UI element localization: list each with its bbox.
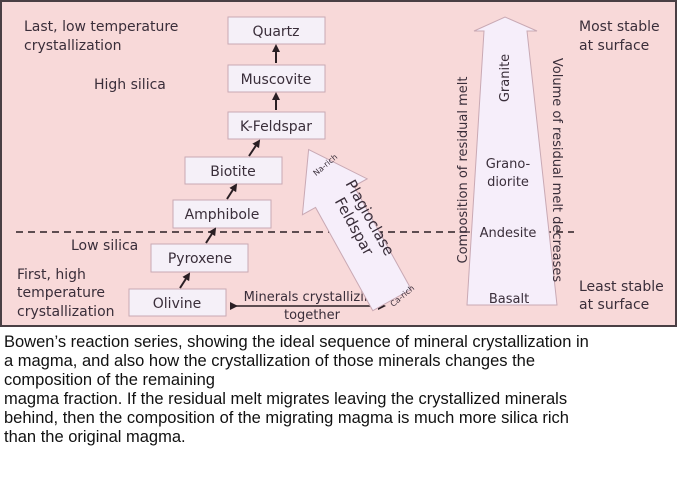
label-least-stable-2: at surface	[579, 297, 649, 313]
diagram-background	[0, 0, 677, 327]
caption-line: magma fraction. If the residual melt mig…	[4, 390, 568, 408]
rock-basalt: Basalt	[489, 292, 529, 307]
caption-line: composition of the remaining	[4, 371, 215, 389]
plagioclase-arrow-icon	[301, 148, 412, 312]
svg-text:Olivine: Olivine	[153, 296, 201, 312]
bowen-diagram: Quartz Muscovite K-Feldspar Biotite Amph…	[0, 0, 677, 327]
rock-granodiorite: Grano-	[486, 157, 531, 172]
label-minerals-together-2: together	[284, 308, 341, 323]
arrow-icon	[179, 272, 191, 289]
residual-melt-arrow-icon	[466, 16, 558, 306]
arrow-icon	[248, 139, 261, 157]
label-composition-residual-melt: Composition of residual melt	[456, 77, 471, 264]
rock-granodiorite-2: diorite	[487, 175, 529, 190]
caption-line: behind, then the composition of the migr…	[4, 409, 569, 427]
mineral-biotite: Biotite	[184, 156, 283, 185]
caption-line: a magma, and also how the crystallizatio…	[4, 352, 536, 370]
mineral-amphibole: Amphibole	[172, 199, 272, 229]
caption-line: than the original magma.	[4, 428, 186, 446]
rock-granite: Granite	[498, 54, 513, 102]
label-volume-residual-melt: Volume of residual melt decreases	[549, 58, 564, 282]
label-first-crystallization-2: temperature	[17, 285, 105, 301]
svg-text:Muscovite: Muscovite	[241, 72, 312, 88]
label-most-stable-2: at surface	[579, 38, 649, 54]
svg-text:Quartz: Quartz	[252, 24, 299, 40]
label-least-stable: Least stable	[579, 279, 664, 295]
label-high-silica: High silica	[94, 77, 166, 93]
caption-line: Bowen’s reaction series, showing the ide…	[4, 333, 589, 351]
label-last-crystallization: Last, low temperature	[24, 19, 178, 35]
label-first-crystallization-3: crystallization	[17, 304, 115, 320]
rock-andesite: Andesite	[480, 226, 537, 241]
mineral-quartz: Quartz	[227, 16, 326, 45]
mineral-olivine: Olivine	[128, 288, 227, 317]
label-first-crystallization: First, high	[17, 267, 86, 283]
svg-text:Biotite: Biotite	[210, 164, 256, 180]
svg-text:K-Feldspar: K-Feldspar	[240, 119, 312, 135]
arrow-icon	[226, 183, 238, 200]
figure-caption: Bowen’s reaction series, showing the ide…	[4, 333, 674, 447]
sequence-arrows	[179, 44, 280, 289]
label-minerals-together: Minerals crystallizing	[244, 290, 381, 305]
arrow-icon	[205, 227, 217, 244]
mineral-k-feldspar: K-Feldspar	[227, 111, 326, 140]
label-low-silica: Low silica	[71, 238, 138, 254]
label-most-stable: Most stable	[579, 19, 660, 35]
label-last-crystallization-2: crystallization	[24, 38, 122, 54]
svg-text:Amphibole: Amphibole	[185, 207, 260, 223]
mineral-muscovite: Muscovite	[227, 64, 326, 93]
mineral-pyroxene: Pyroxene	[150, 243, 249, 273]
svg-text:Pyroxene: Pyroxene	[168, 251, 232, 267]
